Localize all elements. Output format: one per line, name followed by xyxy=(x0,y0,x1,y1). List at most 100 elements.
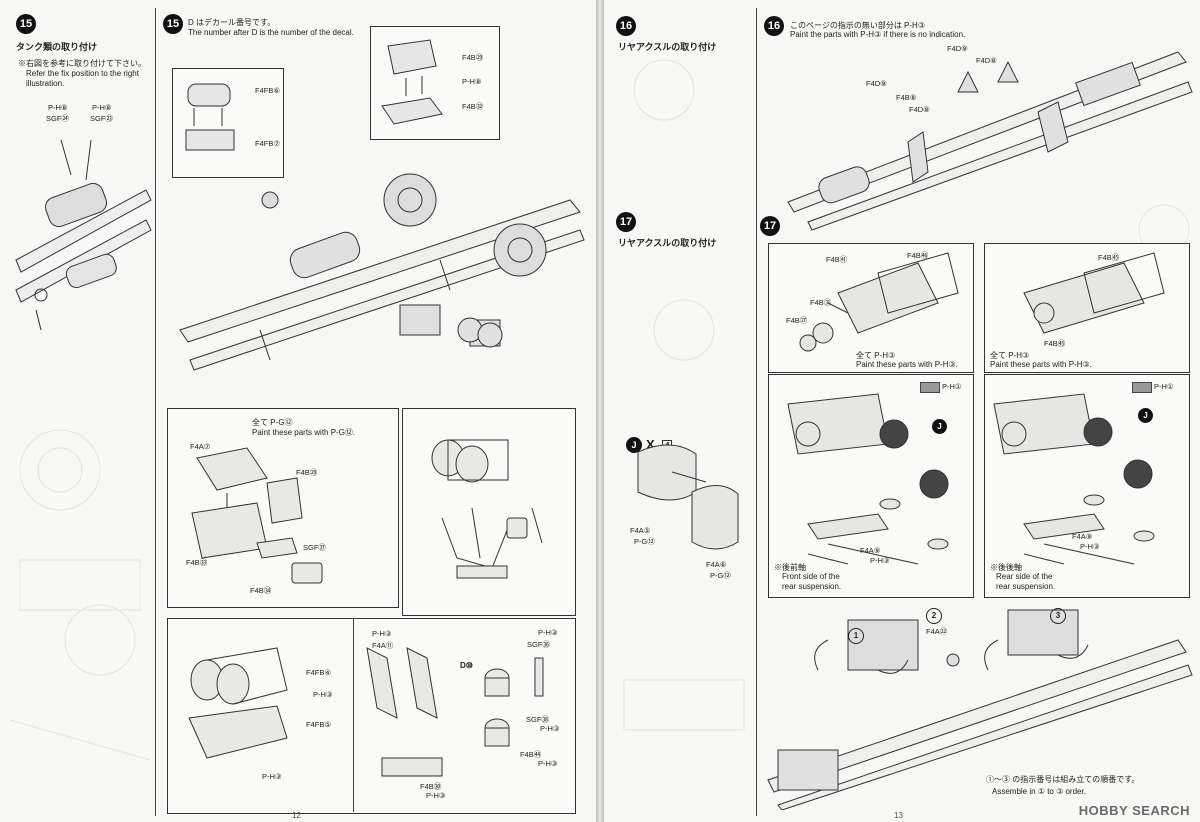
decal-badge: D⑩ xyxy=(460,661,473,670)
order-note-jp: ①～③ の指示番号は組み立ての順番です。 xyxy=(986,775,1140,784)
step-16-note-jp: このページの指示の無い部分は P-H③ xyxy=(790,21,926,30)
page-number-right: 13 xyxy=(894,811,903,820)
battery-cover-parts xyxy=(381,39,443,125)
part-label: F4A⑨ xyxy=(860,546,881,555)
front-suspension-parts xyxy=(787,393,949,565)
part-label: F4B㊻ xyxy=(907,251,929,260)
step-15-note-en-2: illustration. xyxy=(26,79,65,88)
part-label: F4B㊺ xyxy=(1044,339,1066,348)
x-marker: X xyxy=(646,437,655,452)
decal-j-marker: J xyxy=(626,437,642,453)
order-note-en: Assemble in ① to ③ order. xyxy=(992,787,1086,796)
axle-right-paint-en: Paint these parts with P-H③. xyxy=(990,360,1092,369)
rear-suspension-en-2: rear suspension. xyxy=(996,582,1056,591)
part-label: F4D⑨ xyxy=(866,79,887,88)
order-marker-2: 2 xyxy=(926,608,942,624)
part-label: F4FB④ xyxy=(306,668,332,677)
paint-swatch-right xyxy=(1132,382,1152,393)
step-16-title: リヤアクスルの取り付け xyxy=(618,42,717,52)
part-label: F4B㊶ xyxy=(826,255,848,264)
hobby-search-watermark: HOBBY SEARCH xyxy=(1078,803,1190,818)
part-label: F4FB⑦ xyxy=(255,139,281,148)
step-15-title: タンク類の取り付け xyxy=(16,42,98,52)
front-suspension-en-1: Front side of the xyxy=(782,572,840,581)
part-label: SGF㉓ xyxy=(90,114,113,123)
part-label: F4B⑧ xyxy=(896,93,917,102)
part-label: F4D⑧ xyxy=(976,56,997,65)
order-marker-3: 3 xyxy=(1050,608,1066,624)
part-label: F4A⑪ xyxy=(372,641,394,650)
part-label: SGF㉔ xyxy=(46,114,69,123)
part-label: P-G⑫ xyxy=(710,571,731,580)
left-page: 15 タンク類の取り付け ※右図を参考に取り付けて下さい。 Refer the … xyxy=(0,0,596,822)
part-label: F4B㉙ xyxy=(296,468,318,477)
part-label: F4A⑨ xyxy=(1072,532,1093,541)
paint-swatch-label: P-H① xyxy=(1154,382,1174,391)
left-column-divider xyxy=(155,8,156,816)
order-marker-1: 1 xyxy=(848,628,864,644)
step-15b-number: 15 xyxy=(163,14,183,34)
step-17-number: 17 xyxy=(616,212,636,232)
part-label: F4B㉚ xyxy=(420,782,442,791)
part-label: F4B㊺ xyxy=(1098,253,1120,262)
step-15-note-en-1: Refer the fix position to the right xyxy=(26,69,139,78)
tank-bracket-box-frame xyxy=(402,408,576,616)
part-label: P-H③ xyxy=(313,690,333,699)
part-label: P-H③ xyxy=(538,628,558,637)
rear-suspension-jp: ※後後軸 xyxy=(990,563,1022,572)
step-15-number: 15 xyxy=(16,14,36,34)
wheel-hub-decal-parts xyxy=(637,444,739,550)
tank-box-divider xyxy=(353,618,354,812)
part-label: F4B㉝ xyxy=(186,558,208,567)
part-label: F4B㊹ xyxy=(520,750,542,759)
decal-note-en: The number after D is the number of the … xyxy=(188,28,354,37)
paint-swatch-left xyxy=(920,382,940,393)
part-label: P-H③ xyxy=(1080,542,1100,551)
axle-parts-right xyxy=(1023,252,1165,334)
left-page-ghost-art xyxy=(9,429,151,761)
part-label: F4A㉒ xyxy=(926,627,948,636)
axle-left-paint-en: Paint these parts with P-H③. xyxy=(856,360,958,369)
part-label: F4B㉜ xyxy=(462,102,484,111)
step-16-number: 16 xyxy=(616,16,636,36)
step-17b-number: 17 xyxy=(760,216,780,236)
chassis-tank-illustration xyxy=(15,139,152,331)
part-label: P-H⑧ xyxy=(48,103,68,112)
part-label: P-H③ xyxy=(262,772,282,781)
step-15-note-jp: ※右図を参考に取り付けて下さい。 xyxy=(18,59,146,68)
part-label: P-G⑫ xyxy=(634,537,655,546)
book-gutter xyxy=(596,0,604,822)
decal-j-marker: J xyxy=(1138,408,1153,423)
part-label: P-H③ xyxy=(426,791,446,800)
part-label: P-H③ xyxy=(870,556,890,565)
right-page: 16 リヤアクスルの取り付け 17 リヤアクスルの取り付け J X 4 F4A⑤… xyxy=(604,0,1200,822)
battery-paint-jp: 全て P-G⑫ xyxy=(252,418,293,427)
battery-paint-en: Paint these parts with P-G⑫. xyxy=(252,428,356,437)
decal-j-marker: J xyxy=(932,419,947,434)
axle-parts-left xyxy=(799,252,959,352)
paint-swatch-label: P-H① xyxy=(942,382,962,391)
part-label: SGF㊲ xyxy=(303,543,326,552)
step-16-note-en: Paint the parts with P-H③ if there is no… xyxy=(790,30,966,39)
right-column-divider xyxy=(756,8,757,816)
part-label: P-H③ xyxy=(372,629,392,638)
part-label: F4B㉙ xyxy=(462,53,484,62)
part-label: P-H③ xyxy=(540,724,560,733)
rear-suspension-en-1: Rear side of the xyxy=(996,572,1053,581)
part-label: F4D⑧ xyxy=(909,105,930,114)
step-16b-number: 16 xyxy=(764,16,784,36)
axle-right-paint-jp: 全て P-H③ xyxy=(990,351,1030,360)
part-label: F4B㉛ xyxy=(810,298,832,307)
rear-suspension-parts xyxy=(993,393,1155,565)
decal-note-jp: D はデカール番号です。 xyxy=(188,18,276,27)
tank-cap-parts xyxy=(185,83,235,151)
part-label: F4FB⑥ xyxy=(255,86,281,95)
tank-assembly-parts xyxy=(188,647,544,777)
part-label: P-H⑧ xyxy=(92,103,112,112)
part-label: F4A⑤ xyxy=(630,526,651,535)
page-number-left: 12 xyxy=(292,811,301,820)
part-label: P-H⑧ xyxy=(462,77,482,86)
part-label: F4D⑨ xyxy=(947,44,968,53)
step-17-title: リヤアクスルの取り付け xyxy=(618,238,717,248)
battery-box-parts xyxy=(191,447,323,584)
